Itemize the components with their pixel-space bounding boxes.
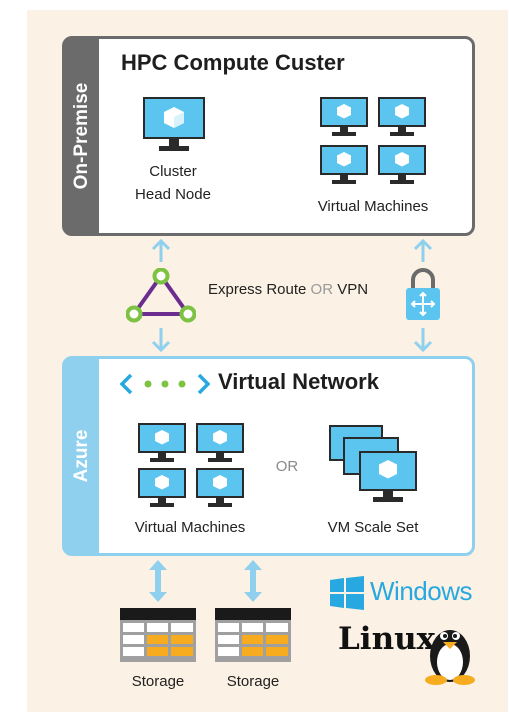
azure-label: Azure — [71, 429, 92, 483]
vm-monitor-icon — [378, 97, 426, 136]
vpn-text: VPN — [333, 281, 369, 298]
storage-table-icon — [215, 608, 291, 662]
or-text: OR — [310, 281, 334, 298]
virtual-network-title: Virtual Network — [218, 369, 379, 394]
vm-monitor-icon — [320, 97, 368, 136]
head-node-label-line2: Head Node — [135, 186, 211, 203]
vm-scale-set-label: VM Scale Set — [327, 519, 419, 536]
express-route-text: Express Route — [208, 281, 311, 298]
vm-monitor-icon — [138, 423, 186, 462]
storage-link-arrow-icon — [149, 560, 167, 602]
azure-panel: Azure — [62, 356, 475, 556]
onprem-vms-label: Virtual Machines — [317, 198, 429, 215]
vm-monitor-icon — [378, 145, 426, 184]
azure-vms-label: Virtual Machines — [134, 519, 246, 536]
connection-label: Express Route OR VPN — [208, 281, 368, 298]
windows-logo-icon — [330, 576, 364, 610]
vm-monitor-icon — [138, 468, 186, 507]
on-premise-label: On-Premise — [71, 82, 92, 190]
bidirectional-arrow-icon — [151, 238, 171, 353]
storage-label: Storage — [131, 673, 185, 690]
head-node-label-line1: Cluster — [149, 163, 197, 180]
head-node-monitor-icon — [143, 97, 205, 151]
linux-wordmark: Linux — [338, 621, 436, 657]
storage-label: Storage — [226, 673, 280, 690]
express-route-icon — [126, 268, 196, 323]
vm-monitor-icon — [196, 423, 244, 462]
vpn-lock-icon — [406, 268, 440, 320]
virtual-network-icon — [120, 373, 210, 395]
or-label: OR — [275, 458, 299, 475]
vm-monitor-icon — [196, 468, 244, 507]
hpc-cluster-title: HPC Compute Custer — [121, 50, 345, 75]
azure-sidebar: Azure — [65, 359, 99, 553]
tux-penguin-icon — [425, 630, 475, 685]
bidirectional-arrow-icon — [413, 238, 433, 353]
on-premise-sidebar: On-Premise — [65, 39, 99, 233]
windows-wordmark: Windows — [370, 576, 472, 606]
storage-link-arrow-icon — [244, 560, 262, 602]
vm-scale-set-icon — [329, 425, 417, 502]
storage-table-icon — [120, 608, 196, 662]
vm-monitor-icon — [320, 145, 368, 184]
